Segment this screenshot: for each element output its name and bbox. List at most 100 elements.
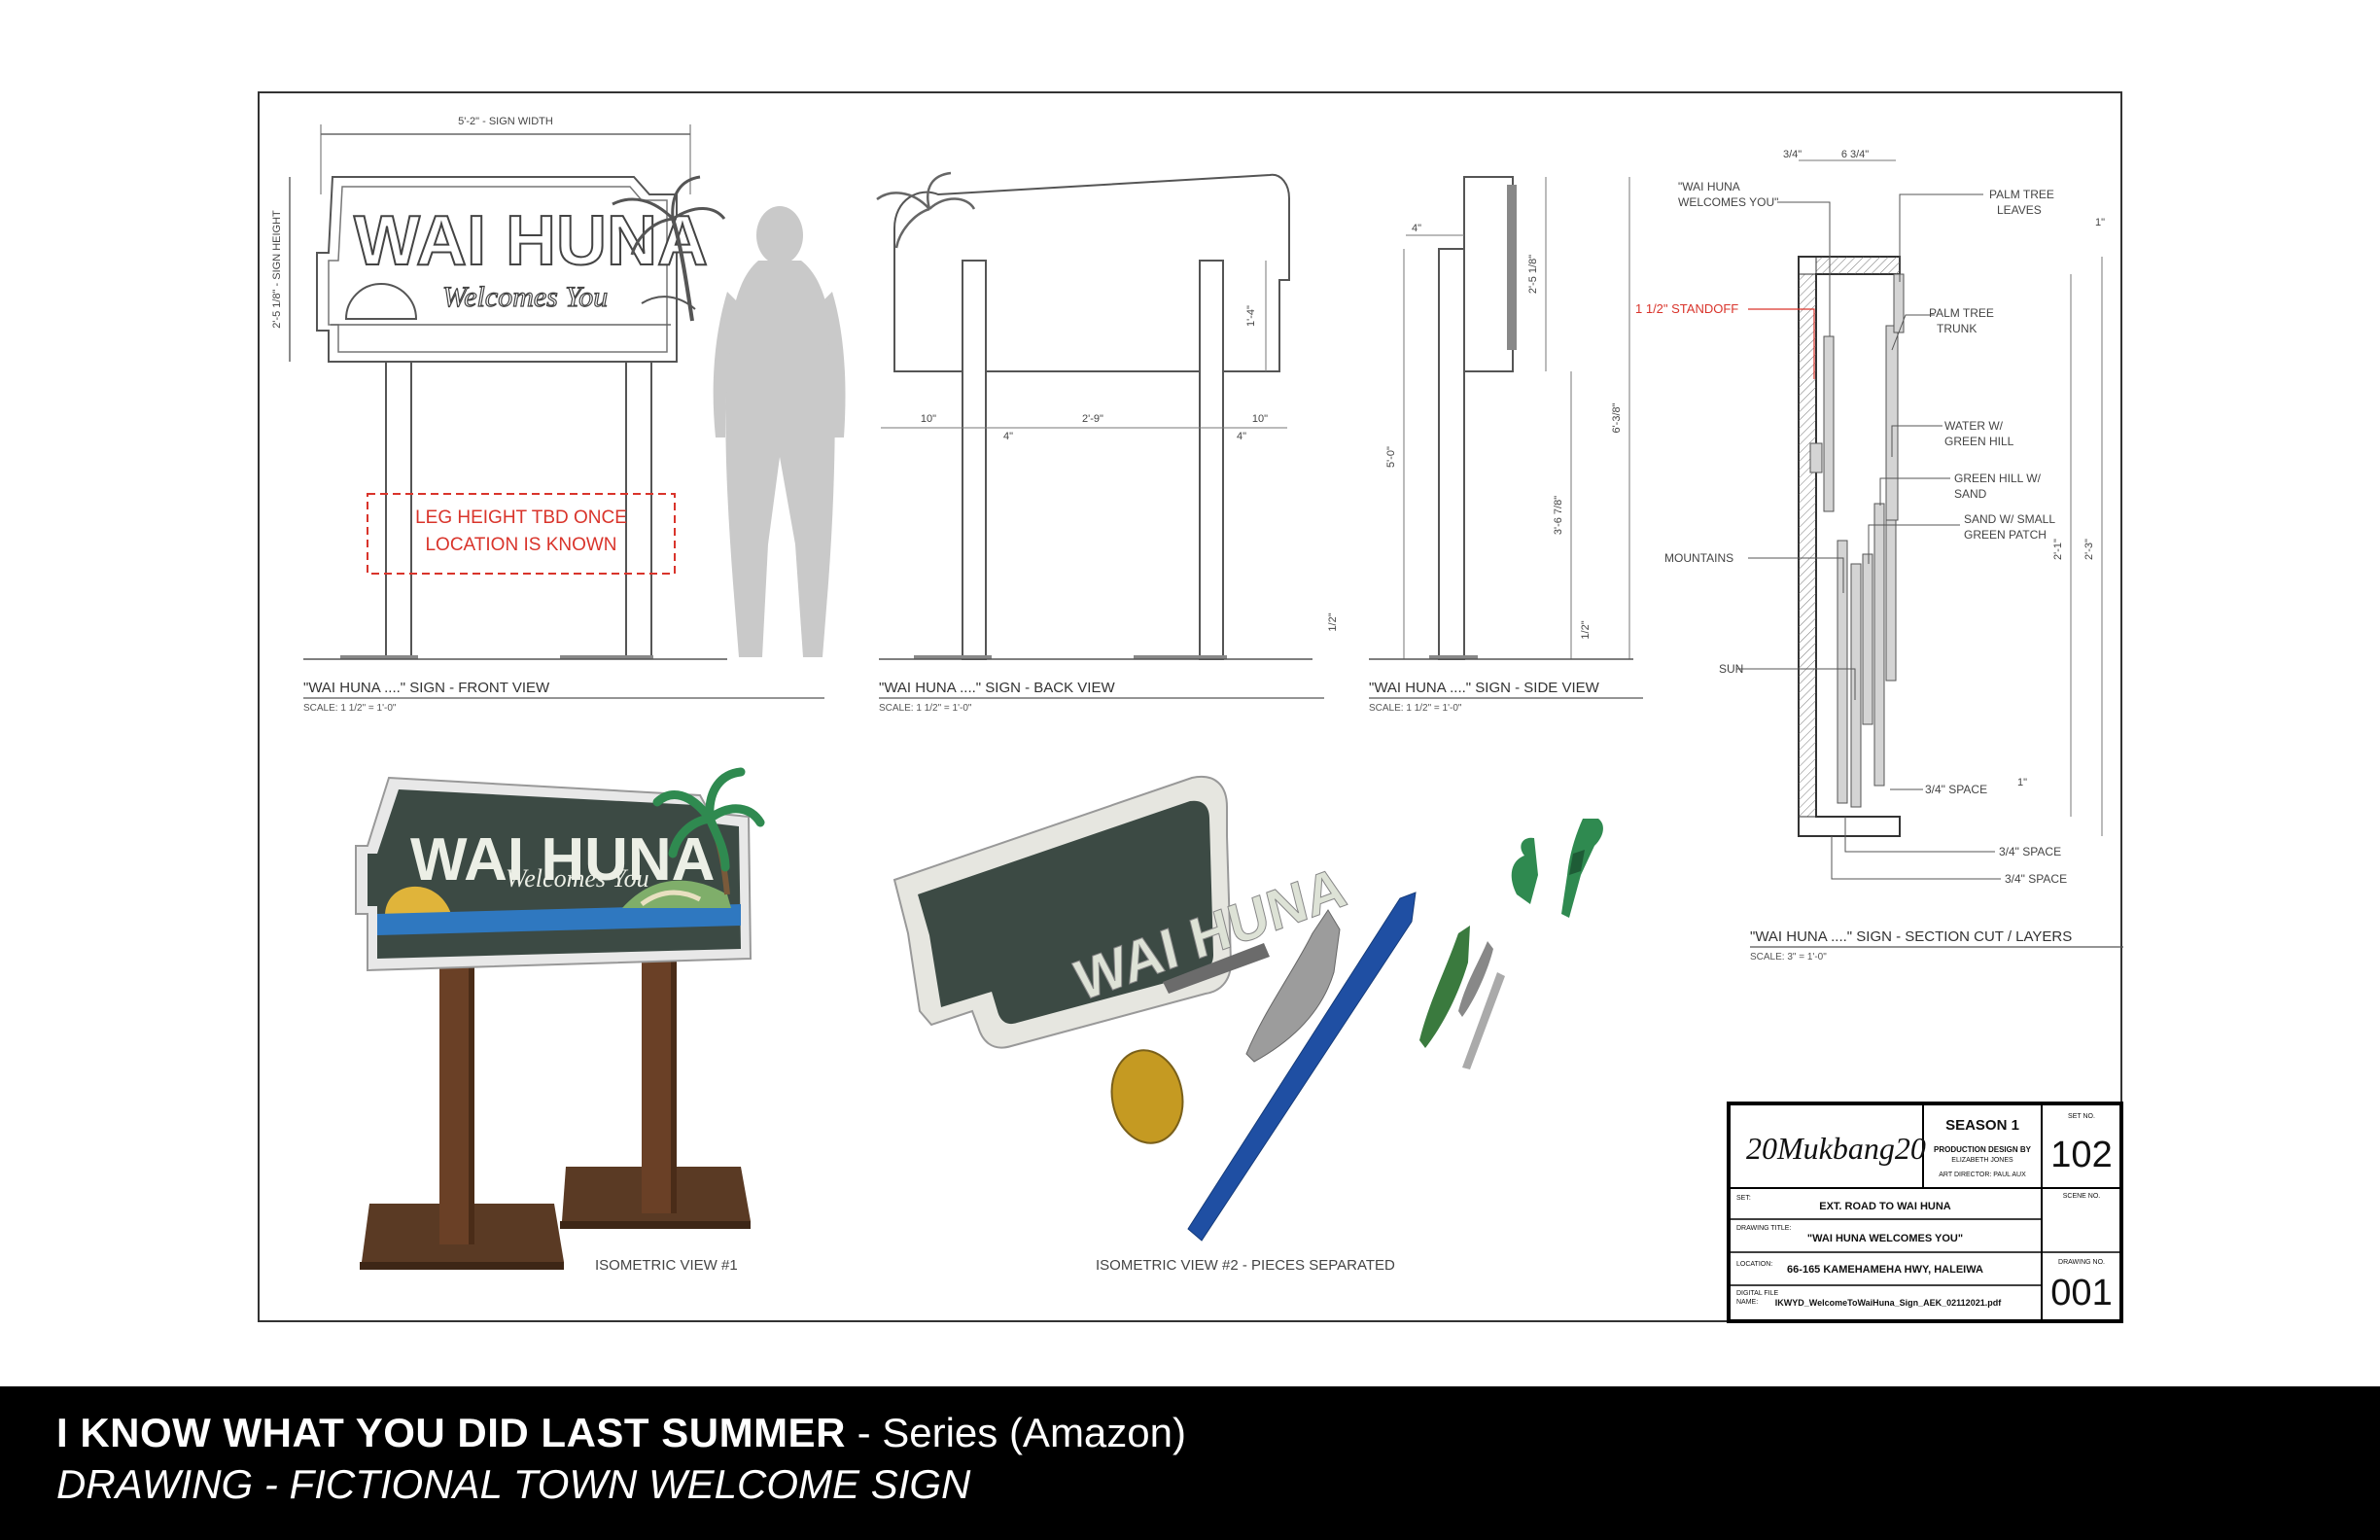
- iso1-water: [377, 904, 741, 935]
- layer-mountains: [1837, 540, 1848, 804]
- back-left-post: [962, 260, 987, 660]
- section-dim-c: 1": [2095, 217, 2105, 228]
- iso2-leaf-piece-2: [1561, 819, 1603, 918]
- iso1-sun: [385, 886, 451, 914]
- set-value: EXT. ROAD TO WAI HUNA: [1819, 1201, 1951, 1212]
- side-dim-lower: 3'-6 7/8": [1553, 496, 1564, 535]
- iso1-sign-sub-text: Welcomes You: [506, 864, 649, 892]
- section-view: 3/4" 6 3/4" 2'-1" 2'-3" 1" 1": [1635, 149, 2123, 962]
- side-sign-panel: [1463, 176, 1514, 372]
- drawing-no: 001: [2050, 1273, 2112, 1313]
- label-space-1: 3/4" SPACE: [1925, 783, 1987, 796]
- sheet-border: [258, 91, 2122, 1322]
- iso2-mountain-piece: [1245, 909, 1341, 1063]
- front-width-dim: 5'-2" - SIGN WIDTH: [458, 116, 553, 127]
- set-no: 102: [2050, 1135, 2112, 1175]
- back-view: 10" 2'-9" 10" 4" 4" 1'-4" 1/2" "WAI HUNA…: [876, 171, 1339, 714]
- studio-logo: 20Mukbang20: [1746, 1131, 1926, 1166]
- iso2-sand-piece: [1462, 972, 1505, 1069]
- iso2-hill-piece: [1419, 926, 1470, 1048]
- back-dim-right: 10": [1252, 413, 1268, 425]
- label-water-1: WATER W/: [1944, 419, 2004, 433]
- label-space-3: 3/4" SPACE: [2005, 872, 2067, 886]
- iso2-water-piece: [1187, 892, 1417, 1242]
- back-dim-left: 10": [921, 413, 936, 425]
- label-water-2: GREEN HILL: [1944, 435, 2014, 448]
- drawing-title-label: DRAWING TITLE:: [1736, 1225, 1791, 1232]
- label-palm-leaves-1: PALM TREE: [1989, 188, 2054, 201]
- production-design-label: PRODUCTION DESIGN BY: [1934, 1145, 2032, 1154]
- back-dim-base: 1/2": [1327, 612, 1339, 631]
- section-dim-d: 2'-1": [2052, 539, 2064, 560]
- side-view-title: "WAI HUNA ...." SIGN - SIDE VIEW: [1369, 680, 1600, 696]
- art-director: ART DIRECTOR: PAUL AUX: [1939, 1172, 2026, 1178]
- front-height-dim: 2'-5 1/8" - SIGN HEIGHT: [271, 210, 283, 329]
- leg-height-note-line2: LOCATION IS KNOWN: [425, 535, 616, 555]
- iso1-right-post: [642, 939, 671, 1213]
- production-designer: ELIZABETH JONES: [1951, 1157, 2013, 1164]
- footer-banner: I KNOW WHAT YOU DID LAST SUMMER - Series…: [0, 1386, 2380, 1540]
- layer-sun: [1850, 563, 1862, 808]
- section-view-scale: SCALE: 3" = 1'-0": [1750, 952, 1827, 962]
- label-sun: SUN: [1719, 662, 1743, 676]
- digital-file-label-2: NAME:: [1736, 1299, 1758, 1306]
- label-sand-2: GREEN PATCH: [1964, 528, 2047, 542]
- drawing-no-label: DRAWING NO.: [2058, 1259, 2105, 1266]
- side-view: 4" 2'-5 1/8" 6'-3/8" 5'-0" 3'-6 7/8" 1/2…: [1369, 176, 1643, 714]
- side-post: [1438, 248, 1465, 660]
- front-sign-main-text: WAI HUNA: [354, 202, 708, 280]
- front-palm-leaves: [612, 175, 726, 256]
- footer-subtitle: DRAWING - FICTIONAL TOWN WELCOME SIGN: [56, 1461, 971, 1507]
- front-view: 5'-2" - SIGN WIDTH 2'-5 1/8" - SIGN HEIG…: [271, 116, 846, 714]
- iso2-sun-piece: [1110, 1049, 1184, 1144]
- label-palm-trunk-1: PALM TREE: [1929, 306, 1994, 320]
- iso1-sign-main-text: WAI HUNA: [410, 826, 715, 893]
- label-greenhill-2: SAND: [1954, 487, 1987, 501]
- season-label: SEASON 1: [1945, 1117, 2019, 1134]
- side-dim-height-b: 6'-3/8": [1611, 402, 1623, 433]
- iso-view-2-caption: ISOMETRIC VIEW #2 - PIECES SEPARATED: [1096, 1257, 1395, 1274]
- iso-view-2: WAI HUNA ISOMETRIC VIEW #2 - PIECES SEPA…: [892, 775, 1603, 1274]
- location-label: LOCATION:: [1736, 1261, 1772, 1268]
- back-dim-mid: 2'-9": [1082, 413, 1103, 425]
- iso1-palm-leaves: [652, 767, 765, 872]
- side-dim-height-a: 2'-5 1/8": [1527, 255, 1539, 294]
- front-sun: [344, 283, 418, 320]
- layer-wai-huna: [1823, 335, 1835, 512]
- layer-sand: [1873, 503, 1885, 787]
- iso2-face: [918, 800, 1213, 1025]
- back-dim-leg-left: 4": [1003, 431, 1013, 442]
- iso2-leaf-piece-1: [1511, 837, 1538, 904]
- human-silhouette: [713, 206, 846, 657]
- label-palm-trunk-2: TRUNK: [1937, 322, 1977, 335]
- set-label: SET:: [1736, 1195, 1751, 1202]
- front-right-post: [625, 361, 652, 658]
- label-greenhill-1: GREEN HILL W/: [1954, 472, 2042, 485]
- back-view-title: "WAI HUNA ...." SIGN - BACK VIEW: [879, 680, 1115, 696]
- label-mountains: MOUNTAINS: [1664, 551, 1733, 565]
- side-dim-base: 1/2": [1580, 620, 1592, 639]
- side-dim-top: 4": [1412, 223, 1421, 234]
- section-dim-a: 3/4": [1783, 149, 1802, 160]
- title-block: 20Mukbang20 SEASON 1 PRODUCTION DESIGN B…: [1727, 1102, 2123, 1323]
- digital-file-name: IKWYD_WelcomeToWaiHuna_Sign_AEK_02112021…: [1775, 1298, 2002, 1308]
- front-left-post: [385, 361, 412, 658]
- back-view-scale: SCALE: 1 1/2" = 1'-0": [879, 703, 972, 714]
- side-view-scale: SCALE: 1 1/2" = 1'-0": [1369, 703, 1462, 714]
- front-view-scale: SCALE: 1 1/2" = 1'-0": [303, 703, 397, 714]
- back-right-post: [1199, 260, 1224, 660]
- back-sign-panel: [893, 173, 1290, 372]
- iso1-left-post: [439, 949, 469, 1244]
- iso-view-1: WAI HUNA Welcomes You ISOMETRIC VIEW #1: [355, 767, 765, 1274]
- drawing-title: "WAI HUNA WELCOMES YOU": [1807, 1233, 1963, 1244]
- label-standoff: 1 1/2" STANDOFF: [1635, 301, 1738, 316]
- side-dim-leg: 5'-0": [1385, 446, 1397, 468]
- digital-file-label-1: DIGITAL FILE: [1736, 1290, 1779, 1297]
- label-wai-huna-2: WELCOMES YOU": [1678, 195, 1778, 209]
- label-sand-1: SAND W/ SMALL: [1964, 512, 2055, 526]
- set-no-label: SET NO.: [2068, 1113, 2095, 1120]
- label-space-2: 3/4" SPACE: [1999, 845, 2061, 858]
- front-sign-sub-text: Welcomes You: [442, 281, 608, 313]
- front-palm-trunk: [671, 218, 694, 322]
